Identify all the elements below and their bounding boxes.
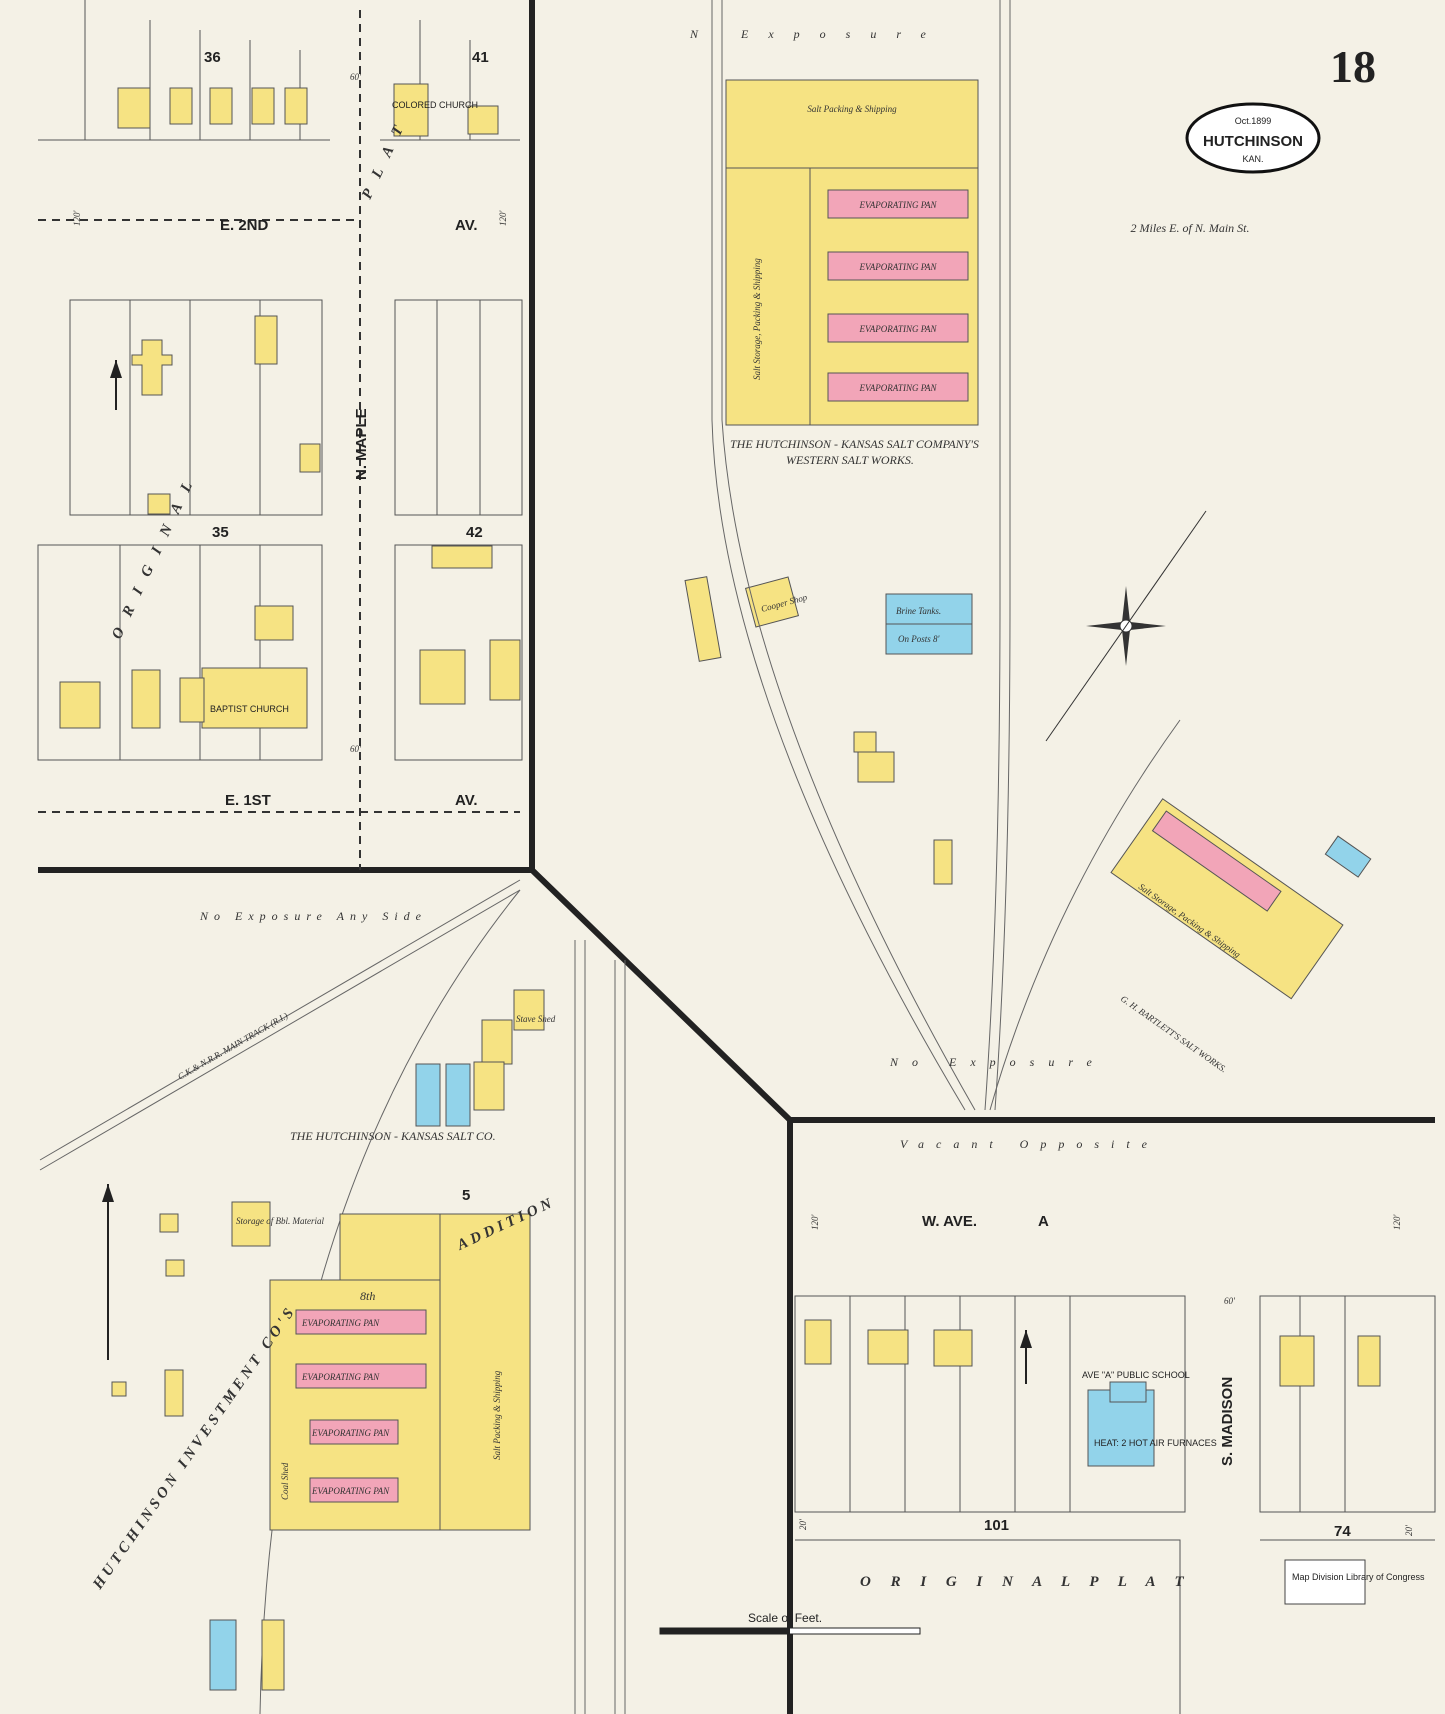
block-101: [794, 1295, 1186, 1513]
vacant-opposite: Vacant Opposite: [900, 1137, 1159, 1151]
evap-pan-2: EVAPORATING PAN: [858, 262, 937, 272]
block-35-lots: [37, 299, 323, 761]
street-e1st: E. 1ST: [225, 792, 271, 809]
north-arrow-icon: [102, 360, 1032, 1384]
bartlett-salt-works: [1110, 798, 1372, 1000]
block-74: 74: [1334, 1523, 1351, 1540]
title-cartouche: [1185, 102, 1321, 174]
block-36-lots: [38, 0, 330, 141]
block-74: [1259, 1295, 1436, 1513]
dim-120-2: 120': [498, 210, 508, 227]
salt-packing-label: Salt Packing & Shipping: [807, 104, 897, 114]
street-s-madison: S. MADISON: [1219, 1377, 1236, 1466]
block-42: 42: [466, 524, 483, 541]
state-name: KAN.: [1242, 154, 1263, 164]
brine-tanks: Brine Tanks.: [896, 606, 941, 616]
lower-blocks: [795, 1539, 1435, 1714]
eighth-label: 8th: [360, 1289, 375, 1303]
salt-ps-label: Salt Packing & Shipping: [492, 1370, 502, 1460]
dim-120-1: 120': [72, 210, 82, 227]
evap-pan-1: EVAPORATING PAN: [858, 200, 937, 210]
street-e1st-av: AV.: [455, 792, 478, 809]
storage-bbl: Storage of Bbl. Material: [236, 1216, 324, 1226]
divider-diagonal: [529, 867, 793, 1123]
library-stamp: [1284, 1559, 1366, 1605]
company1-name: THE HUTCHINSON - KANSAS SALT COMPANY'S: [730, 437, 979, 451]
western-salt-works: [684, 79, 979, 885]
stave-shed: Stave Shed: [516, 1014, 556, 1024]
original-plat-label: O R I G I N A L P L A T: [860, 1574, 1192, 1590]
company2-name: THE HUTCHINSON - KANSAS SALT CO.: [290, 1129, 496, 1143]
sheet-number: 18: [1330, 41, 1376, 92]
no-exposure: No Exposure: [889, 1055, 1106, 1069]
dim-20-2: 20': [1404, 1524, 1414, 1536]
block-5: 5: [462, 1187, 470, 1204]
hk-salt-co: [111, 989, 545, 1691]
scale-bar: [659, 1627, 921, 1635]
dim-120-3: 120': [810, 1214, 820, 1231]
block-41: 41: [472, 49, 489, 66]
distance-note: 2 Miles E. of N. Main St.: [1131, 221, 1250, 235]
street-e2nd: E. 2ND: [220, 217, 269, 234]
block-36: 36: [204, 49, 221, 66]
evap-pan-8: EVAPORATING PAN: [311, 1486, 390, 1496]
school-heat: HEAT: 2 HOT AIR FURNACES: [1094, 1438, 1217, 1448]
compass-rose-icon: [1045, 510, 1207, 742]
block-42-lots: [394, 299, 523, 761]
street-n-maple: N. MAPLE: [353, 408, 370, 480]
dim-120-4: 120': [1392, 1214, 1402, 1231]
no-exposure-any-side: No Exposure Any Side: [199, 909, 427, 923]
company1-works: WESTERN SALT WORKS.: [786, 453, 914, 467]
coal-shed: Coal Shed: [280, 1462, 290, 1500]
evap-pan-3: EVAPORATING PAN: [858, 324, 937, 334]
scale-label: Scale of Feet.: [748, 1611, 822, 1625]
dim-60-2: 60': [350, 744, 362, 754]
colored-church: COLORED CHURCH: [392, 100, 478, 110]
salt-storage-label: Salt Storage, Packing & Shipping: [752, 258, 762, 380]
map-date: Oct.1899: [1235, 116, 1272, 126]
street-w-ave: W. AVE.: [922, 1213, 977, 1230]
evap-pan-5: EVAPORATING PAN: [301, 1318, 380, 1328]
evap-pan-4: EVAPORATING PAN: [858, 383, 937, 393]
evap-pan-6: EVAPORATING PAN: [301, 1372, 380, 1382]
city-name: HUTCHINSON: [1203, 133, 1303, 150]
baptist-church: BAPTIST CHURCH: [210, 704, 289, 714]
dim-60-1: 60': [350, 72, 362, 82]
street-ave-a-letter: A: [1038, 1213, 1049, 1230]
dim-60-3: 60': [1224, 1296, 1236, 1306]
n-exposure: N Exposure: [689, 27, 946, 41]
block-41-lots: [380, 20, 520, 141]
library-stamp-text: Map Division Library of Congress: [1292, 1572, 1425, 1582]
block-35: 35: [212, 524, 229, 541]
evap-pan-7: EVAPORATING PAN: [311, 1428, 390, 1438]
street-e2nd-av: AV.: [455, 217, 478, 234]
school-name: AVE "A" PUBLIC SCHOOL: [1082, 1370, 1190, 1380]
block-101: 101: [984, 1517, 1009, 1534]
railroads: [39, 0, 1181, 1714]
on-posts: On Posts 8': [898, 634, 941, 644]
dim-20-1: 20': [798, 1518, 808, 1530]
